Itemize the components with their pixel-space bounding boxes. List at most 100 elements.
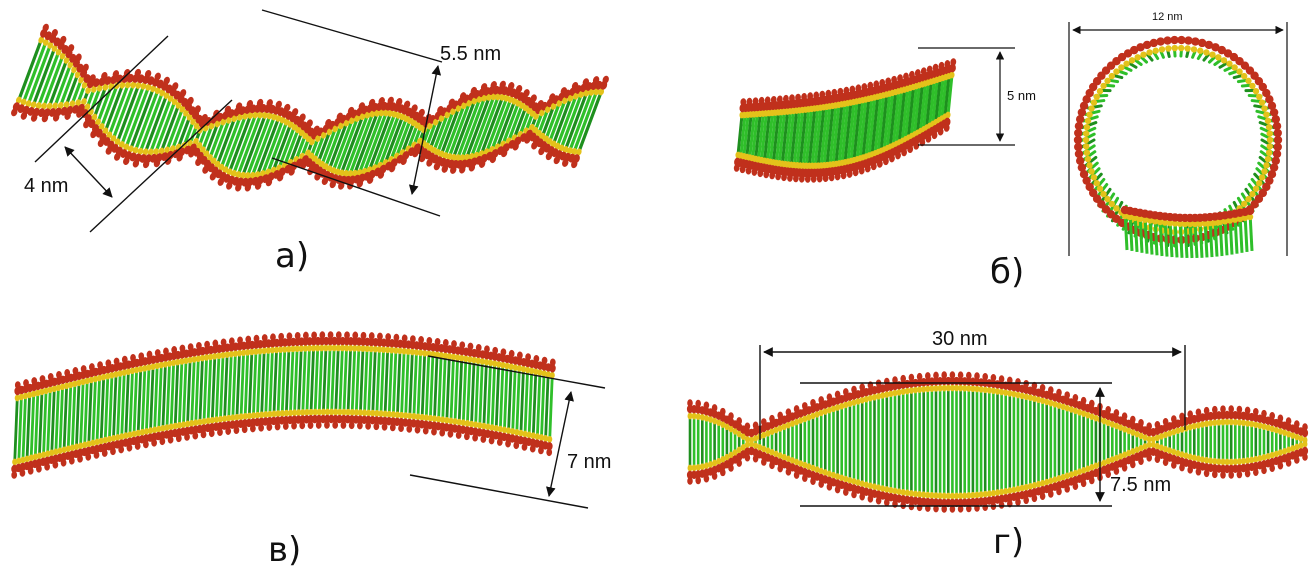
yellow-bead — [1184, 452, 1189, 459]
panel-v-dim-7nm: 7 nm — [567, 451, 611, 473]
yellow-bead — [1140, 51, 1146, 57]
yellow-bead — [1259, 174, 1265, 180]
yellow-bead — [1266, 150, 1272, 156]
yellow-bead — [1265, 156, 1271, 162]
strand-rung — [175, 360, 178, 428]
strand-rung — [426, 352, 429, 420]
strand-rung — [410, 350, 413, 418]
panel-g-dim-7-5nm: 7.5 nm — [1110, 474, 1171, 496]
red-bead — [1302, 423, 1308, 431]
strand-rung — [278, 348, 281, 416]
yellow-bead — [835, 404, 840, 411]
strand-rung — [200, 356, 203, 424]
red-bead — [1015, 378, 1021, 386]
strand-rung — [187, 358, 190, 426]
strand-rung — [64, 384, 67, 452]
strand-rung — [93, 377, 96, 445]
strand-rung — [43, 389, 46, 457]
yellow-bead — [1266, 124, 1272, 130]
strand-rung — [364, 347, 367, 415]
panel-v-bottom-guide-line — [410, 475, 588, 508]
red-bead — [1048, 490, 1054, 498]
strand-rung — [167, 362, 170, 430]
strand-rung — [303, 346, 306, 414]
strand-rung — [35, 391, 38, 459]
yellow-bead — [1084, 150, 1090, 156]
red-bead — [1138, 419, 1144, 427]
strand-rung — [150, 365, 153, 433]
strand-rung — [101, 375, 104, 443]
red-bead — [1269, 412, 1275, 420]
strand-rung — [68, 383, 71, 451]
red-bead — [1130, 461, 1136, 469]
yellow-bead — [1236, 68, 1242, 74]
yellow-bead — [1175, 450, 1180, 457]
red-bead — [704, 401, 710, 409]
yellow-bead — [1178, 45, 1184, 51]
yellow-bead — [1153, 48, 1159, 54]
yellow-bead — [1215, 54, 1221, 60]
yellow-bead — [1262, 423, 1267, 430]
strand-rung — [344, 346, 347, 414]
strand-rung — [266, 349, 269, 417]
yellow-bead — [1249, 191, 1255, 197]
red-bead — [1228, 405, 1234, 413]
strand-rung — [352, 346, 355, 414]
strand-rung — [529, 369, 532, 437]
strand-rung — [315, 346, 318, 414]
yellow-bead — [1267, 130, 1273, 136]
yellow-bead — [1094, 94, 1100, 100]
yellow-bead — [1253, 88, 1259, 94]
strand-rung — [253, 350, 256, 418]
strand-rung — [332, 346, 335, 414]
strand-rung — [142, 366, 145, 434]
strand-rung — [401, 349, 404, 417]
strand-rung — [31, 392, 34, 460]
strand-rung — [340, 346, 343, 414]
strand-rung — [183, 359, 186, 427]
yellow-bead — [1085, 156, 1091, 162]
yellow-bead — [1086, 162, 1092, 168]
strand-rung — [434, 353, 437, 421]
red-bead — [999, 501, 1005, 509]
yellow-bead — [1048, 400, 1053, 407]
yellow-bead — [1249, 83, 1255, 89]
yellow-bead — [1191, 46, 1197, 52]
strand-rung — [23, 394, 26, 462]
strand-rung — [385, 348, 388, 416]
yellow-bead — [1146, 49, 1152, 55]
yellow-bead — [1159, 46, 1165, 52]
strand-rung — [455, 356, 458, 424]
yellow-bead — [1266, 453, 1271, 460]
red-bead — [1089, 477, 1095, 485]
panel-a-top-guide-line — [262, 10, 442, 62]
strand-rung — [89, 378, 92, 446]
yellow-bead — [1245, 196, 1251, 202]
yellow-bead — [1109, 73, 1115, 79]
strand-rung — [113, 372, 116, 440]
strand-rung — [274, 348, 277, 416]
strand-rung — [1220, 63, 1227, 67]
yellow-bead — [1109, 201, 1115, 207]
yellow-bead — [831, 472, 836, 479]
yellow-bead — [1256, 94, 1262, 100]
strand-rung — [19, 395, 22, 463]
yellow-bead — [1091, 174, 1097, 180]
yellow-bead — [860, 397, 865, 404]
red-bead — [1138, 457, 1144, 465]
yellow-bead — [1088, 168, 1094, 174]
strand-rung — [307, 346, 310, 414]
strand-rung — [447, 354, 450, 422]
strand-rung — [319, 346, 322, 414]
yellow-bead — [1088, 105, 1094, 111]
red-bead — [1245, 407, 1251, 415]
yellow-bead — [1113, 205, 1119, 211]
yellow-bead — [1241, 73, 1247, 79]
red-bead — [1040, 492, 1046, 500]
yellow-bead — [1270, 425, 1275, 432]
red-bead — [1261, 467, 1267, 475]
strand-rung — [546, 372, 549, 440]
strand-rung — [241, 351, 244, 419]
strand-rung — [171, 361, 174, 429]
